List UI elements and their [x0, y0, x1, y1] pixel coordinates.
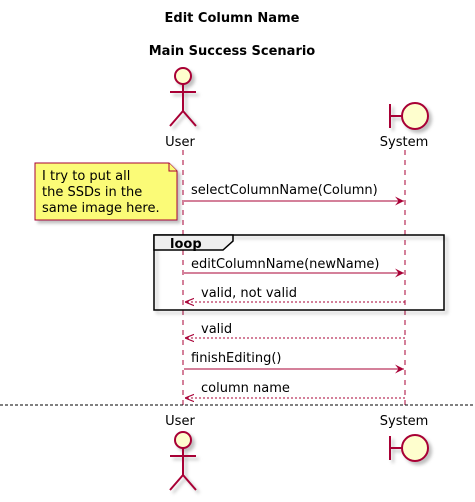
- system-label-bottom: System: [380, 414, 428, 429]
- boundary-icon: [401, 434, 429, 462]
- actor-head-icon: [174, 431, 192, 449]
- user-actor-bottom: [169, 431, 197, 491]
- actor-body-icon: [169, 84, 197, 127]
- user-label-top: User: [165, 135, 195, 150]
- note: [34, 162, 178, 221]
- user-label-bottom: User: [165, 414, 195, 429]
- message-label-edit-column: editColumnName(newName): [191, 257, 379, 272]
- user-actor-top: [169, 67, 197, 127]
- message-label-valid: valid: [201, 322, 232, 337]
- loop-label: loop: [170, 237, 202, 252]
- loop-tab: [153, 234, 234, 251]
- message-label-select-column: selectColumnName(Column): [191, 183, 378, 198]
- system-boundary-top: [389, 102, 429, 130]
- note-line-1: I try to put all: [42, 169, 130, 184]
- message-label-finish-editing: finishEditing(): [191, 351, 281, 366]
- note-line-3: same image here.: [42, 201, 160, 216]
- note-line-2: the SSDs in the: [42, 185, 142, 200]
- diagram-subtitle: Main Success Scenario: [149, 44, 316, 59]
- system-boundary-bottom: [389, 434, 429, 462]
- message-label-valid-not-valid: valid, not valid: [201, 286, 297, 301]
- actor-body-icon: [169, 448, 197, 491]
- actor-head-icon: [174, 67, 192, 85]
- system-label-top: System: [380, 135, 428, 150]
- loop-frame: [153, 234, 445, 311]
- diagram-title: Edit Column Name: [165, 11, 300, 26]
- boundary-icon: [401, 102, 429, 130]
- message-label-column-name: column name: [201, 381, 290, 396]
